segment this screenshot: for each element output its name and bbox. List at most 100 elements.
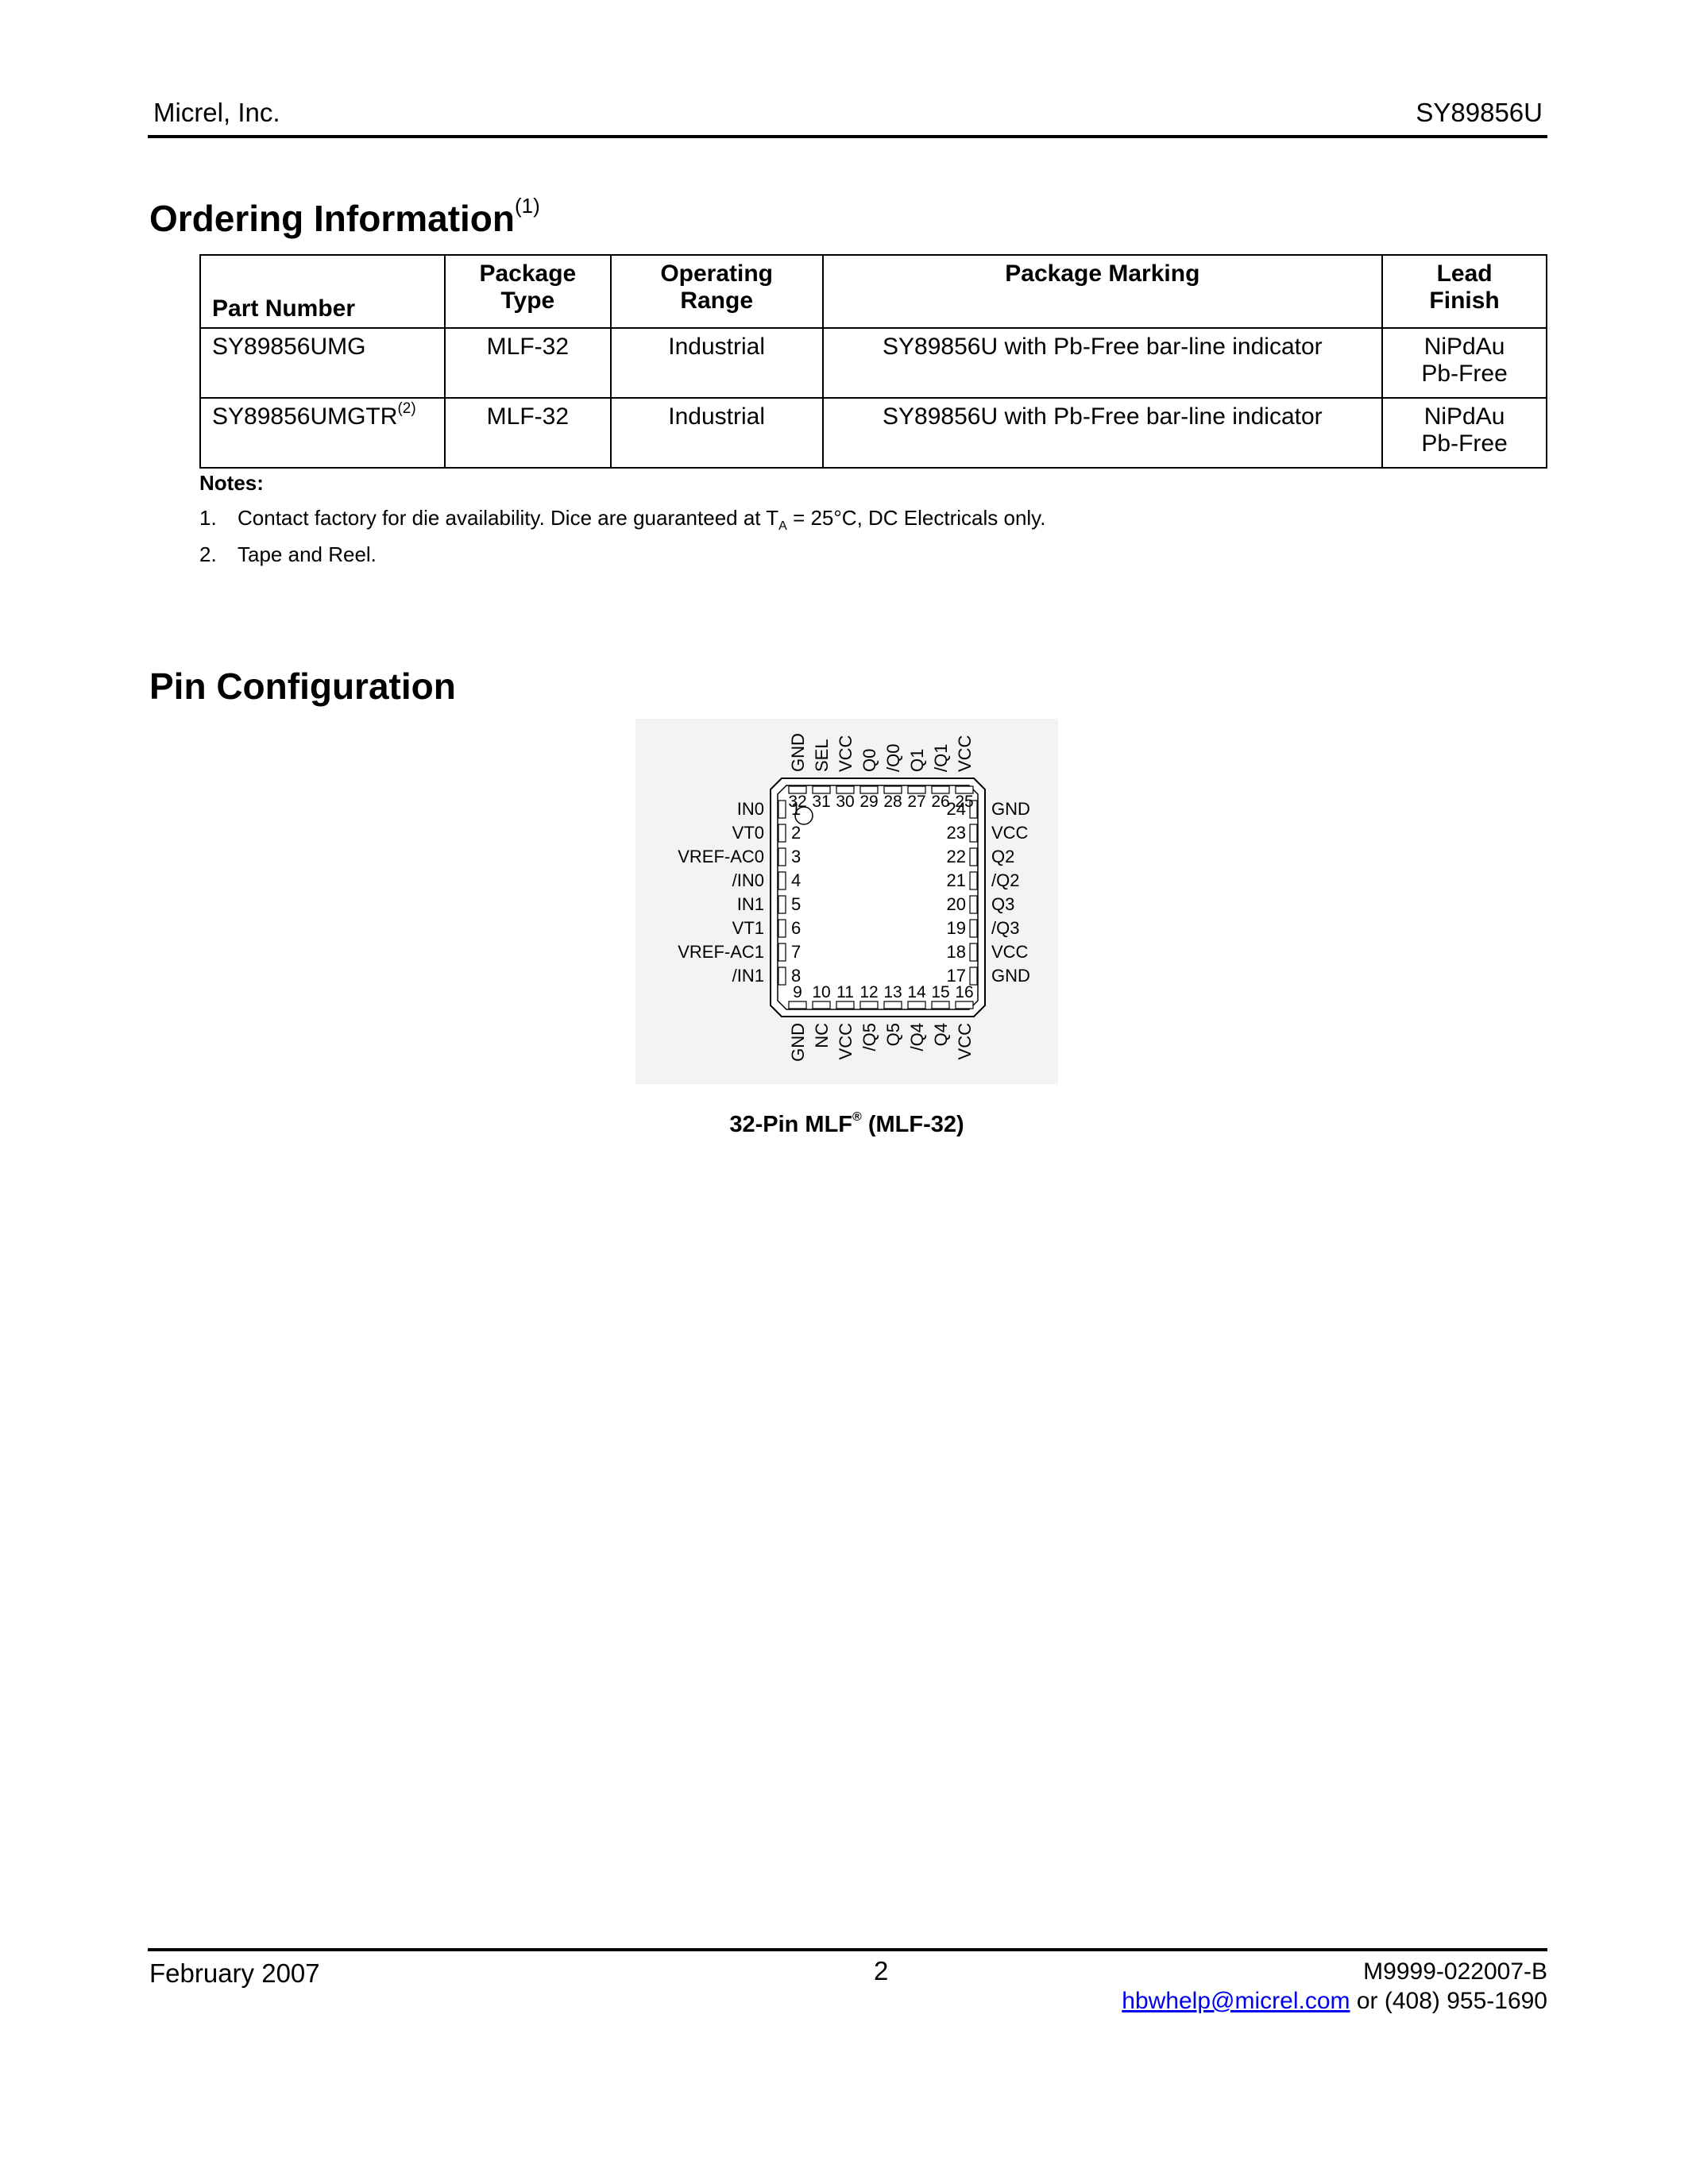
pin-pad bbox=[836, 785, 855, 794]
pin-name: VCC bbox=[836, 735, 856, 772]
pin-pad bbox=[883, 1001, 902, 1009]
column-header: Package Marking bbox=[821, 254, 1384, 329]
package-cell: MLF-32 bbox=[443, 327, 612, 399]
part-number-cell: SY89856UMGTR(2) bbox=[199, 397, 446, 469]
pin-number: 1 bbox=[791, 799, 801, 819]
header-part-number: SY89856U bbox=[1416, 98, 1543, 127]
pin-pad bbox=[778, 967, 786, 986]
pin-number: 32 bbox=[788, 793, 806, 811]
pin-pad bbox=[859, 1001, 879, 1009]
pin-pad bbox=[931, 1001, 950, 1009]
range-cell: Industrial bbox=[609, 397, 824, 469]
pin-pad bbox=[836, 1001, 855, 1009]
pin-number: 22 bbox=[947, 847, 966, 866]
pin-name: VT0 bbox=[732, 823, 764, 843]
pin-pad bbox=[859, 785, 879, 794]
pin-pad bbox=[778, 919, 786, 938]
pin-name: VCC bbox=[991, 942, 1029, 962]
pin-number: 21 bbox=[947, 870, 966, 890]
pin-number: 20 bbox=[947, 894, 966, 914]
pin-name: /IN0 bbox=[732, 870, 764, 890]
header-divider bbox=[148, 135, 1547, 138]
pin-pad bbox=[955, 785, 974, 794]
pin-name: VCC bbox=[955, 735, 975, 772]
pin-number: 18 bbox=[947, 942, 966, 962]
pin-number: 2 bbox=[791, 823, 801, 843]
pin-number: 14 bbox=[907, 983, 926, 1001]
pin-pad bbox=[812, 1001, 831, 1009]
pin-pad bbox=[969, 919, 978, 938]
pin-pad bbox=[969, 800, 978, 819]
pin-number: 28 bbox=[883, 793, 902, 811]
notes-heading: Notes: bbox=[199, 471, 264, 495]
page-number: 2 bbox=[874, 1956, 889, 1985]
pin-number: 30 bbox=[836, 793, 854, 811]
pin-name: /Q5 bbox=[859, 1023, 879, 1051]
pin-pad bbox=[778, 824, 786, 843]
pin-pad bbox=[812, 785, 831, 794]
ordering-title: Ordering Information(1) bbox=[149, 194, 540, 239]
note-item: 2.Tape and Reel. bbox=[199, 542, 377, 566]
pin-name: IN1 bbox=[737, 894, 764, 914]
pin-number: 26 bbox=[931, 793, 949, 811]
pin-number: 10 bbox=[812, 983, 830, 1001]
pin-name: VCC bbox=[991, 823, 1029, 843]
pin-number: 7 bbox=[791, 942, 801, 962]
pin-name: SEL bbox=[812, 739, 832, 772]
email-link[interactable]: hbwhelp@micrel.com bbox=[1122, 1988, 1350, 2014]
pin-number: 8 bbox=[791, 966, 801, 986]
pin-number: 12 bbox=[859, 983, 878, 1001]
pin-number: 13 bbox=[883, 983, 902, 1001]
pin-name: VCC bbox=[836, 1023, 856, 1060]
pin-number: 15 bbox=[931, 983, 949, 1001]
pin-pad bbox=[778, 847, 786, 866]
pin-name: VREF-AC0 bbox=[678, 847, 764, 866]
pin-pad bbox=[778, 943, 786, 962]
pin-pad bbox=[969, 967, 978, 986]
table-row: SY89856UMGTR(2) MLF-32 Industrial SY8985… bbox=[199, 397, 1547, 469]
pin-diagram-caption: 32-Pin MLF® (MLF-32) bbox=[729, 1110, 964, 1137]
pin-number: 31 bbox=[812, 793, 830, 811]
pin-name: Q3 bbox=[991, 894, 1014, 914]
pin-pad bbox=[969, 824, 978, 843]
pin-pad bbox=[969, 895, 978, 914]
table-row: SY89856UMG MLF-32 Industrial SY89856U wi… bbox=[199, 327, 1547, 399]
pin-number: 19 bbox=[947, 918, 966, 938]
pin-name: /Q0 bbox=[883, 744, 903, 772]
pin-number: 25 bbox=[955, 793, 973, 811]
pin-number: 5 bbox=[791, 894, 801, 914]
package-cell: MLF-32 bbox=[443, 397, 612, 469]
pin-number: 11 bbox=[836, 983, 854, 1001]
pin-name: Q5 bbox=[883, 1023, 903, 1046]
pin-name: /IN1 bbox=[732, 966, 764, 986]
marking-cell: SY89856U with Pb-Free bar-line indicator bbox=[821, 397, 1384, 469]
pin-number: 29 bbox=[859, 793, 878, 811]
pin-name: NC bbox=[812, 1023, 832, 1048]
pin-config-title: Pin Configuration bbox=[149, 666, 456, 707]
pin-name: Q0 bbox=[859, 749, 879, 772]
pin-name: Q1 bbox=[907, 749, 927, 772]
pin1-indicator-circle bbox=[794, 806, 813, 825]
pin-pad bbox=[969, 847, 978, 866]
pin-name: /Q1 bbox=[931, 744, 951, 772]
pin-name: VREF-AC1 bbox=[678, 942, 764, 962]
pin-name: VCC bbox=[955, 1023, 975, 1060]
pin-diagram: 1IN02VT03VREF-AC04/IN05IN16VT17VREF-AC18… bbox=[635, 719, 1058, 1084]
pin-pad bbox=[969, 871, 978, 890]
marking-cell: SY89856U with Pb-Free bar-line indicator bbox=[821, 327, 1384, 399]
header-company: Micrel, Inc. bbox=[153, 98, 280, 127]
pin-pad bbox=[788, 1001, 807, 1009]
pin-pad bbox=[778, 871, 786, 890]
pin-name: GND bbox=[991, 966, 1030, 986]
part-number-cell: SY89856UMG bbox=[199, 327, 446, 399]
contact-line: hbwhelp@micrel.com or (408) 955-1690 bbox=[1122, 1988, 1547, 2014]
pin-pad bbox=[907, 785, 926, 794]
pin-number: 17 bbox=[947, 966, 966, 986]
pin-pad bbox=[969, 943, 978, 962]
pin-number: 27 bbox=[907, 793, 925, 811]
